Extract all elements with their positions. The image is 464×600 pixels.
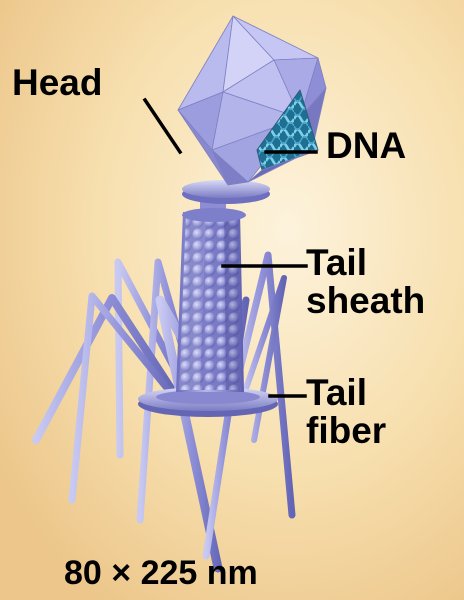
tail-fiber-label-line2: fiber (306, 412, 386, 450)
tail-sheath-label: Tail sheath (306, 244, 425, 320)
head-label: Head (12, 64, 102, 102)
size-caption: 80 × 225 nm (64, 554, 258, 592)
tail-fiber-label: Tail fiber (306, 374, 386, 450)
tail-sheath-label-line1: Tail (306, 244, 425, 282)
tail-sheath (176, 212, 244, 392)
tail-sheath-label-line2: sheath (306, 282, 425, 320)
dna-label: DNA (326, 127, 406, 165)
tail-fiber-label-line1: Tail (306, 374, 386, 412)
